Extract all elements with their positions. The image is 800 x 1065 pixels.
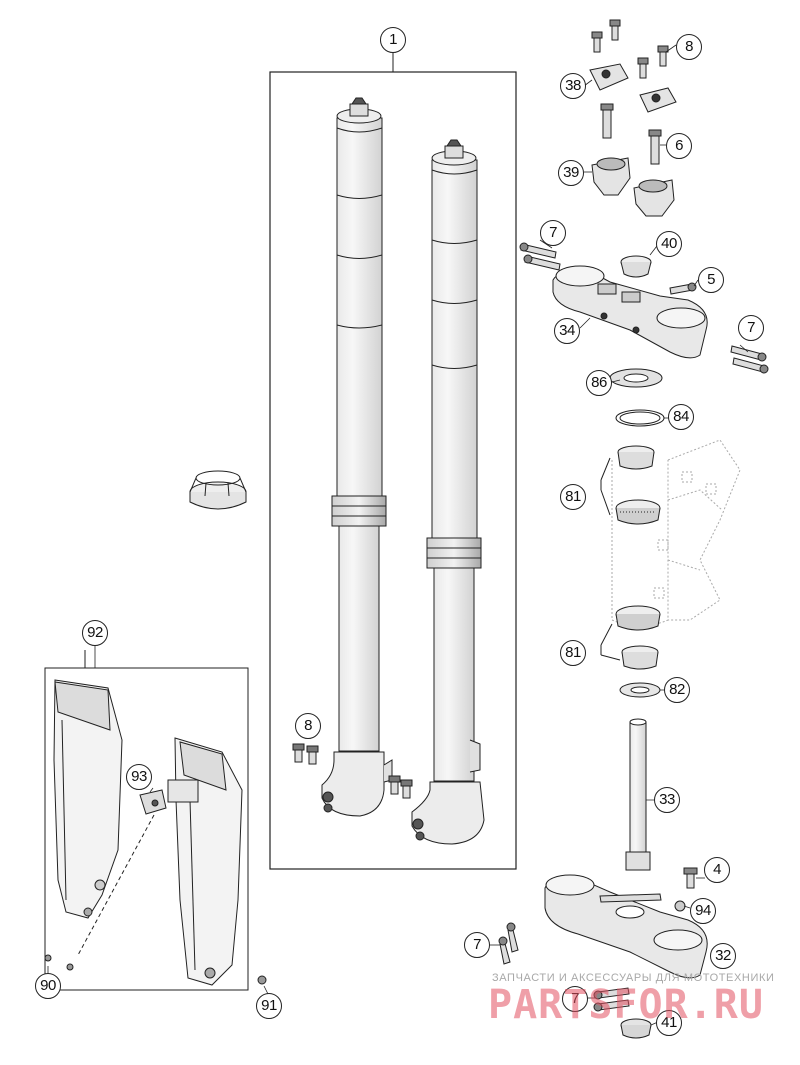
- callout-32: 32: [710, 943, 736, 969]
- callout-39: 39: [558, 160, 584, 186]
- callout-6: 6: [666, 133, 692, 159]
- top-clamp-pinch-bolt: [669, 282, 697, 295]
- lower-clamp-bolts-bottom: [593, 987, 630, 1012]
- callout-40: 40: [656, 231, 682, 257]
- callout-7-lower-bottom: 7: [562, 986, 588, 1012]
- callout-81-upper: 81: [560, 484, 586, 510]
- callout-94: 94: [690, 898, 716, 924]
- callout-91: 91: [256, 993, 282, 1019]
- steering-stem: [625, 718, 651, 871]
- callout-8-top: 8: [676, 34, 702, 60]
- fork-group-frame: [269, 53, 517, 870]
- callout-84: 84: [668, 404, 694, 430]
- handlebar-clamp-bolts: [591, 19, 669, 79]
- seal-ring-84: [615, 409, 665, 427]
- bolt-8-lower: [292, 743, 413, 799]
- lower-seal-82: [619, 682, 661, 698]
- guard-clip: [139, 789, 167, 815]
- right-fork-leg: [411, 139, 485, 845]
- watermark-logo: PARTSFOR.RU: [488, 982, 764, 1028]
- lower-clamp-bolts-left: [498, 922, 519, 965]
- small-bolts: [44, 954, 267, 985]
- top-clamp-bolts-left: [519, 242, 561, 271]
- callout-92: 92: [82, 620, 108, 646]
- handlebar-mount-bolts: [600, 103, 662, 165]
- top-clamp-bolts-right: [730, 345, 769, 374]
- handlebar-clamps-lower: [591, 157, 675, 217]
- steering-bearing-upper: [615, 445, 661, 525]
- loose-ring: [189, 470, 247, 510]
- callout-7-top-left: 7: [540, 220, 566, 246]
- steering-cap: [620, 255, 652, 278]
- callout-86: 86: [586, 370, 612, 396]
- left-fork-guard: [53, 679, 123, 919]
- callout-38: 38: [560, 73, 586, 99]
- callout-93: 93: [126, 764, 152, 790]
- callout-41: 41: [656, 1010, 682, 1036]
- dust-seal-86: [609, 368, 663, 388]
- handlebar-clamps-upper: [589, 63, 677, 113]
- callout-34: 34: [554, 318, 580, 344]
- steering-bearing-lower: [615, 605, 661, 670]
- stem-nut-41: [620, 1018, 652, 1039]
- left-fork-leg: [321, 97, 393, 817]
- callout-7-lower-left: 7: [464, 932, 490, 958]
- right-fork-guard: [167, 737, 243, 986]
- callout-90: 90: [35, 973, 61, 999]
- callout-33: 33: [654, 787, 680, 813]
- stem-bolt-4: [683, 867, 698, 889]
- callout-5: 5: [698, 267, 724, 293]
- callout-8-lower: 8: [295, 713, 321, 739]
- callout-1: 1: [380, 27, 406, 53]
- callout-4: 4: [704, 857, 730, 883]
- fork-guard-frame: [44, 650, 249, 991]
- lower-triple-clamp: [544, 874, 708, 979]
- callout-82: 82: [664, 677, 690, 703]
- washer-94: [674, 900, 686, 912]
- callout-7-top-right: 7: [738, 315, 764, 341]
- watermark-caption: ЗАПЧАСТИ И АКСЕССУАРЫ ДЛЯ МОТОТЕХНИКИ: [492, 972, 775, 984]
- callout-81-lower: 81: [560, 640, 586, 666]
- upper-triple-clamp: [552, 265, 708, 359]
- leader-lines: [47, 44, 749, 1026]
